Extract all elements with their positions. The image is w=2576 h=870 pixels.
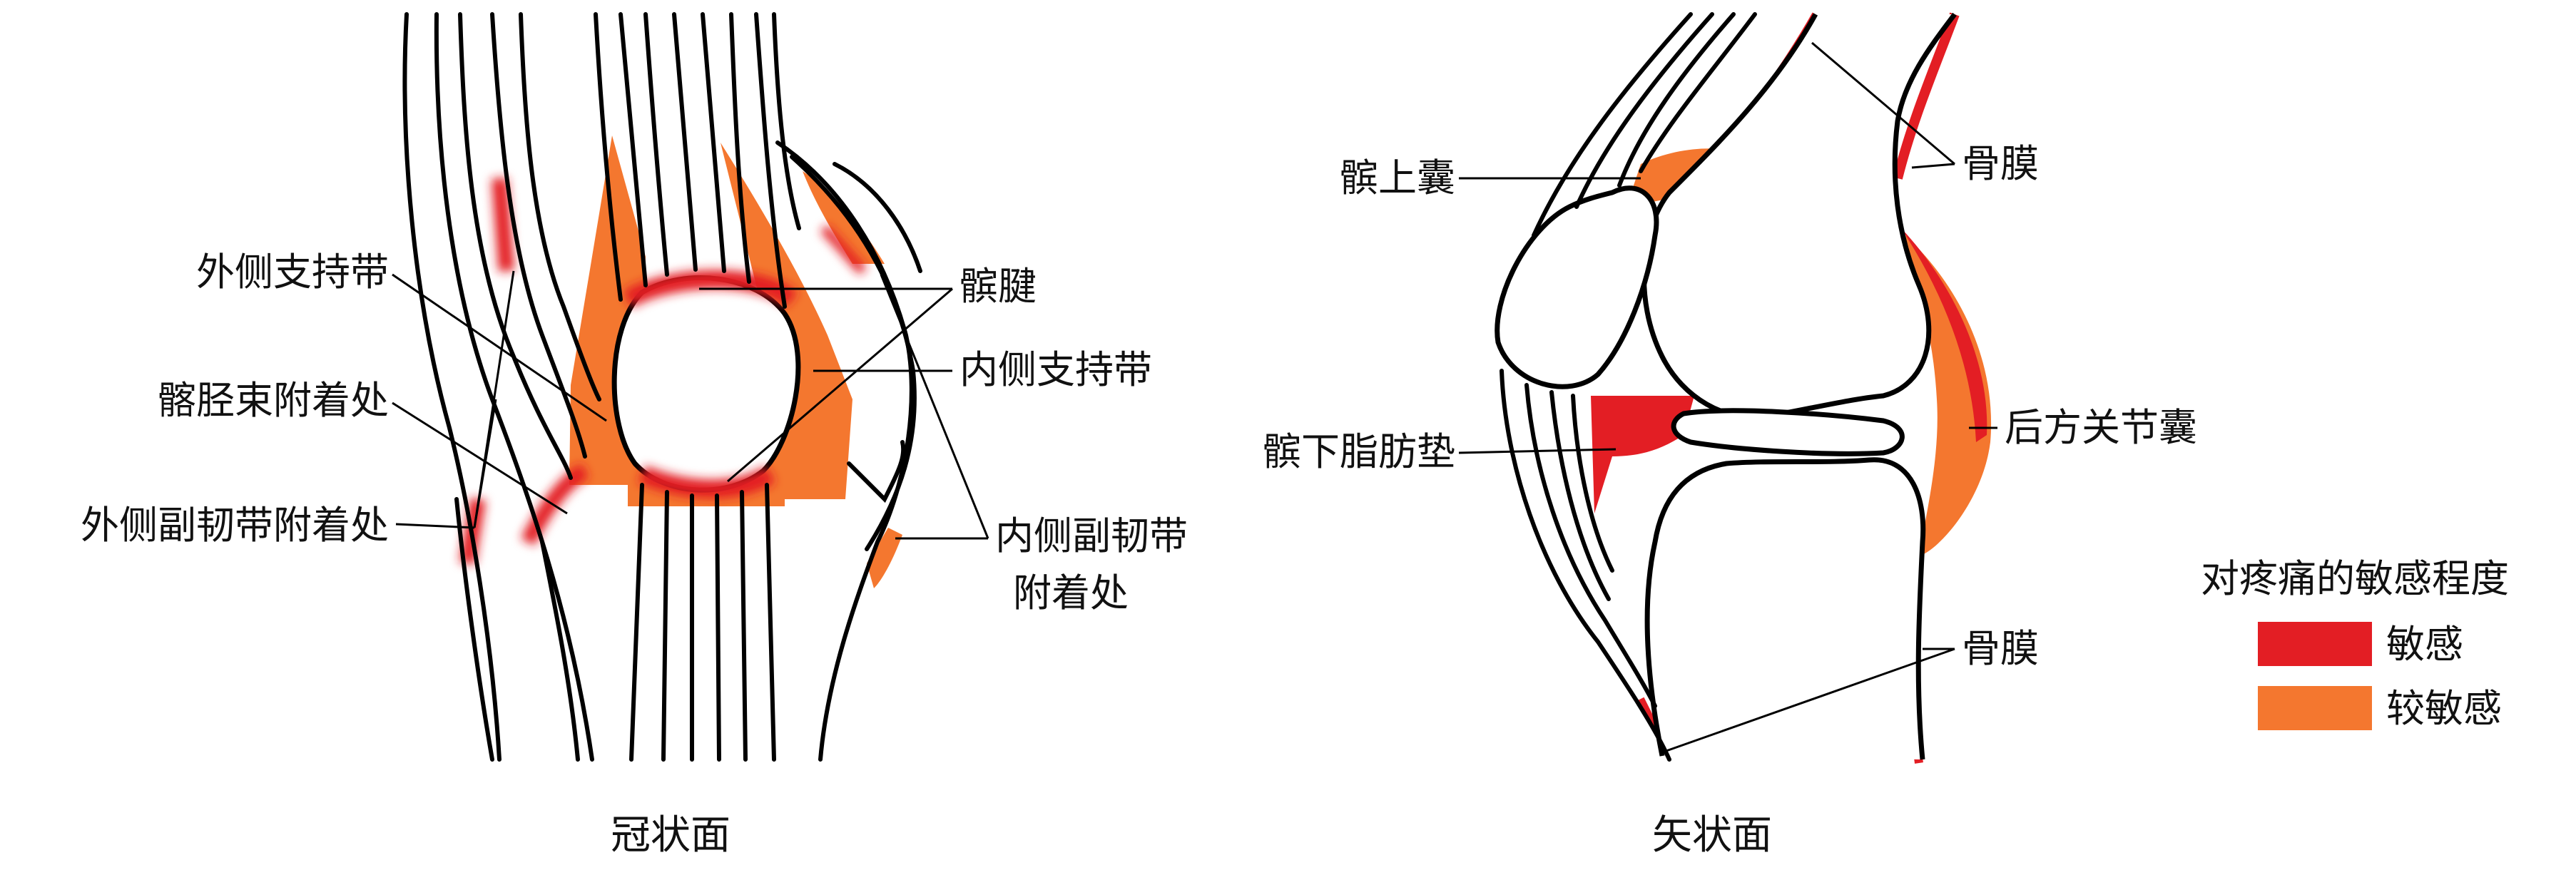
label-periosteum-top: 骨膜 <box>1962 141 2039 186</box>
label-suprapatellar-bursa: 髌上囊 <box>1340 155 1455 200</box>
sagittal-lines <box>1500 12 1757 762</box>
sagittal-meniscus <box>1671 408 1905 456</box>
sagittal-fatpad-red <box>1591 396 1694 513</box>
sagittal-periosteum-top <box>1893 12 1960 180</box>
coronal-red-zones <box>459 178 867 565</box>
legend-swatch-sensitive <box>2258 622 2372 666</box>
legend-swatch-less-sensitive <box>2258 686 2372 730</box>
legend-label-sensitive: 敏感 <box>2386 622 2463 667</box>
label-lateral-retinaculum: 外侧支持带 <box>196 250 389 295</box>
sagittal-leaders <box>1458 41 1997 754</box>
sagittal-femur <box>1641 12 1957 421</box>
label-patellar-tendon: 髌腱 <box>959 264 1037 309</box>
legend: 对疼痛的敏感程度 敏感 较敏感 <box>2201 556 2509 731</box>
sagittal-patella <box>1495 185 1659 389</box>
label-infrapatellar-fat-pad: 髌下脂肪垫 <box>1263 429 1455 474</box>
label-lateral-collateral-attachment: 外侧副韧带附着处 <box>81 503 389 548</box>
sagittal-view: 髌上囊 骨膜 髌下脂肪垫 后方关节囊 骨膜 矢状面 <box>1263 12 2197 859</box>
caption-coronal: 冠状面 <box>611 812 730 859</box>
label-medial-retinaculum: 内侧支持带 <box>959 347 1152 392</box>
sagittal-posterior-orange <box>1898 228 1992 556</box>
coronal-lines <box>402 12 922 762</box>
coronal-leaders <box>392 270 989 540</box>
coronal-medial-lower-orange <box>867 528 902 588</box>
label-iliotibial-attachment: 髂胫束附着处 <box>158 378 389 423</box>
sagittal-tibia <box>1644 457 1926 760</box>
legend-title: 对疼痛的敏感程度 <box>2201 556 2509 601</box>
label-posterior-capsule: 后方关节囊 <box>2005 405 2197 450</box>
label-medial-collateral-line1: 内侧副韧带 <box>995 513 1188 558</box>
label-periosteum-bottom: 骨膜 <box>1962 626 2039 671</box>
coronal-patella <box>611 275 801 493</box>
label-medial-collateral-line2: 附着处 <box>1013 570 1129 615</box>
coronal-view: 外侧支持带 髂胫束附着处 外侧副韧带附着处 髌腱 内侧支持带 内侧副韧带 附着处… <box>81 12 1188 859</box>
sagittal-posterior-red <box>1901 228 1987 442</box>
caption-sagittal: 矢状面 <box>1652 812 1772 859</box>
legend-label-less-sensitive: 较敏感 <box>2386 686 2502 731</box>
